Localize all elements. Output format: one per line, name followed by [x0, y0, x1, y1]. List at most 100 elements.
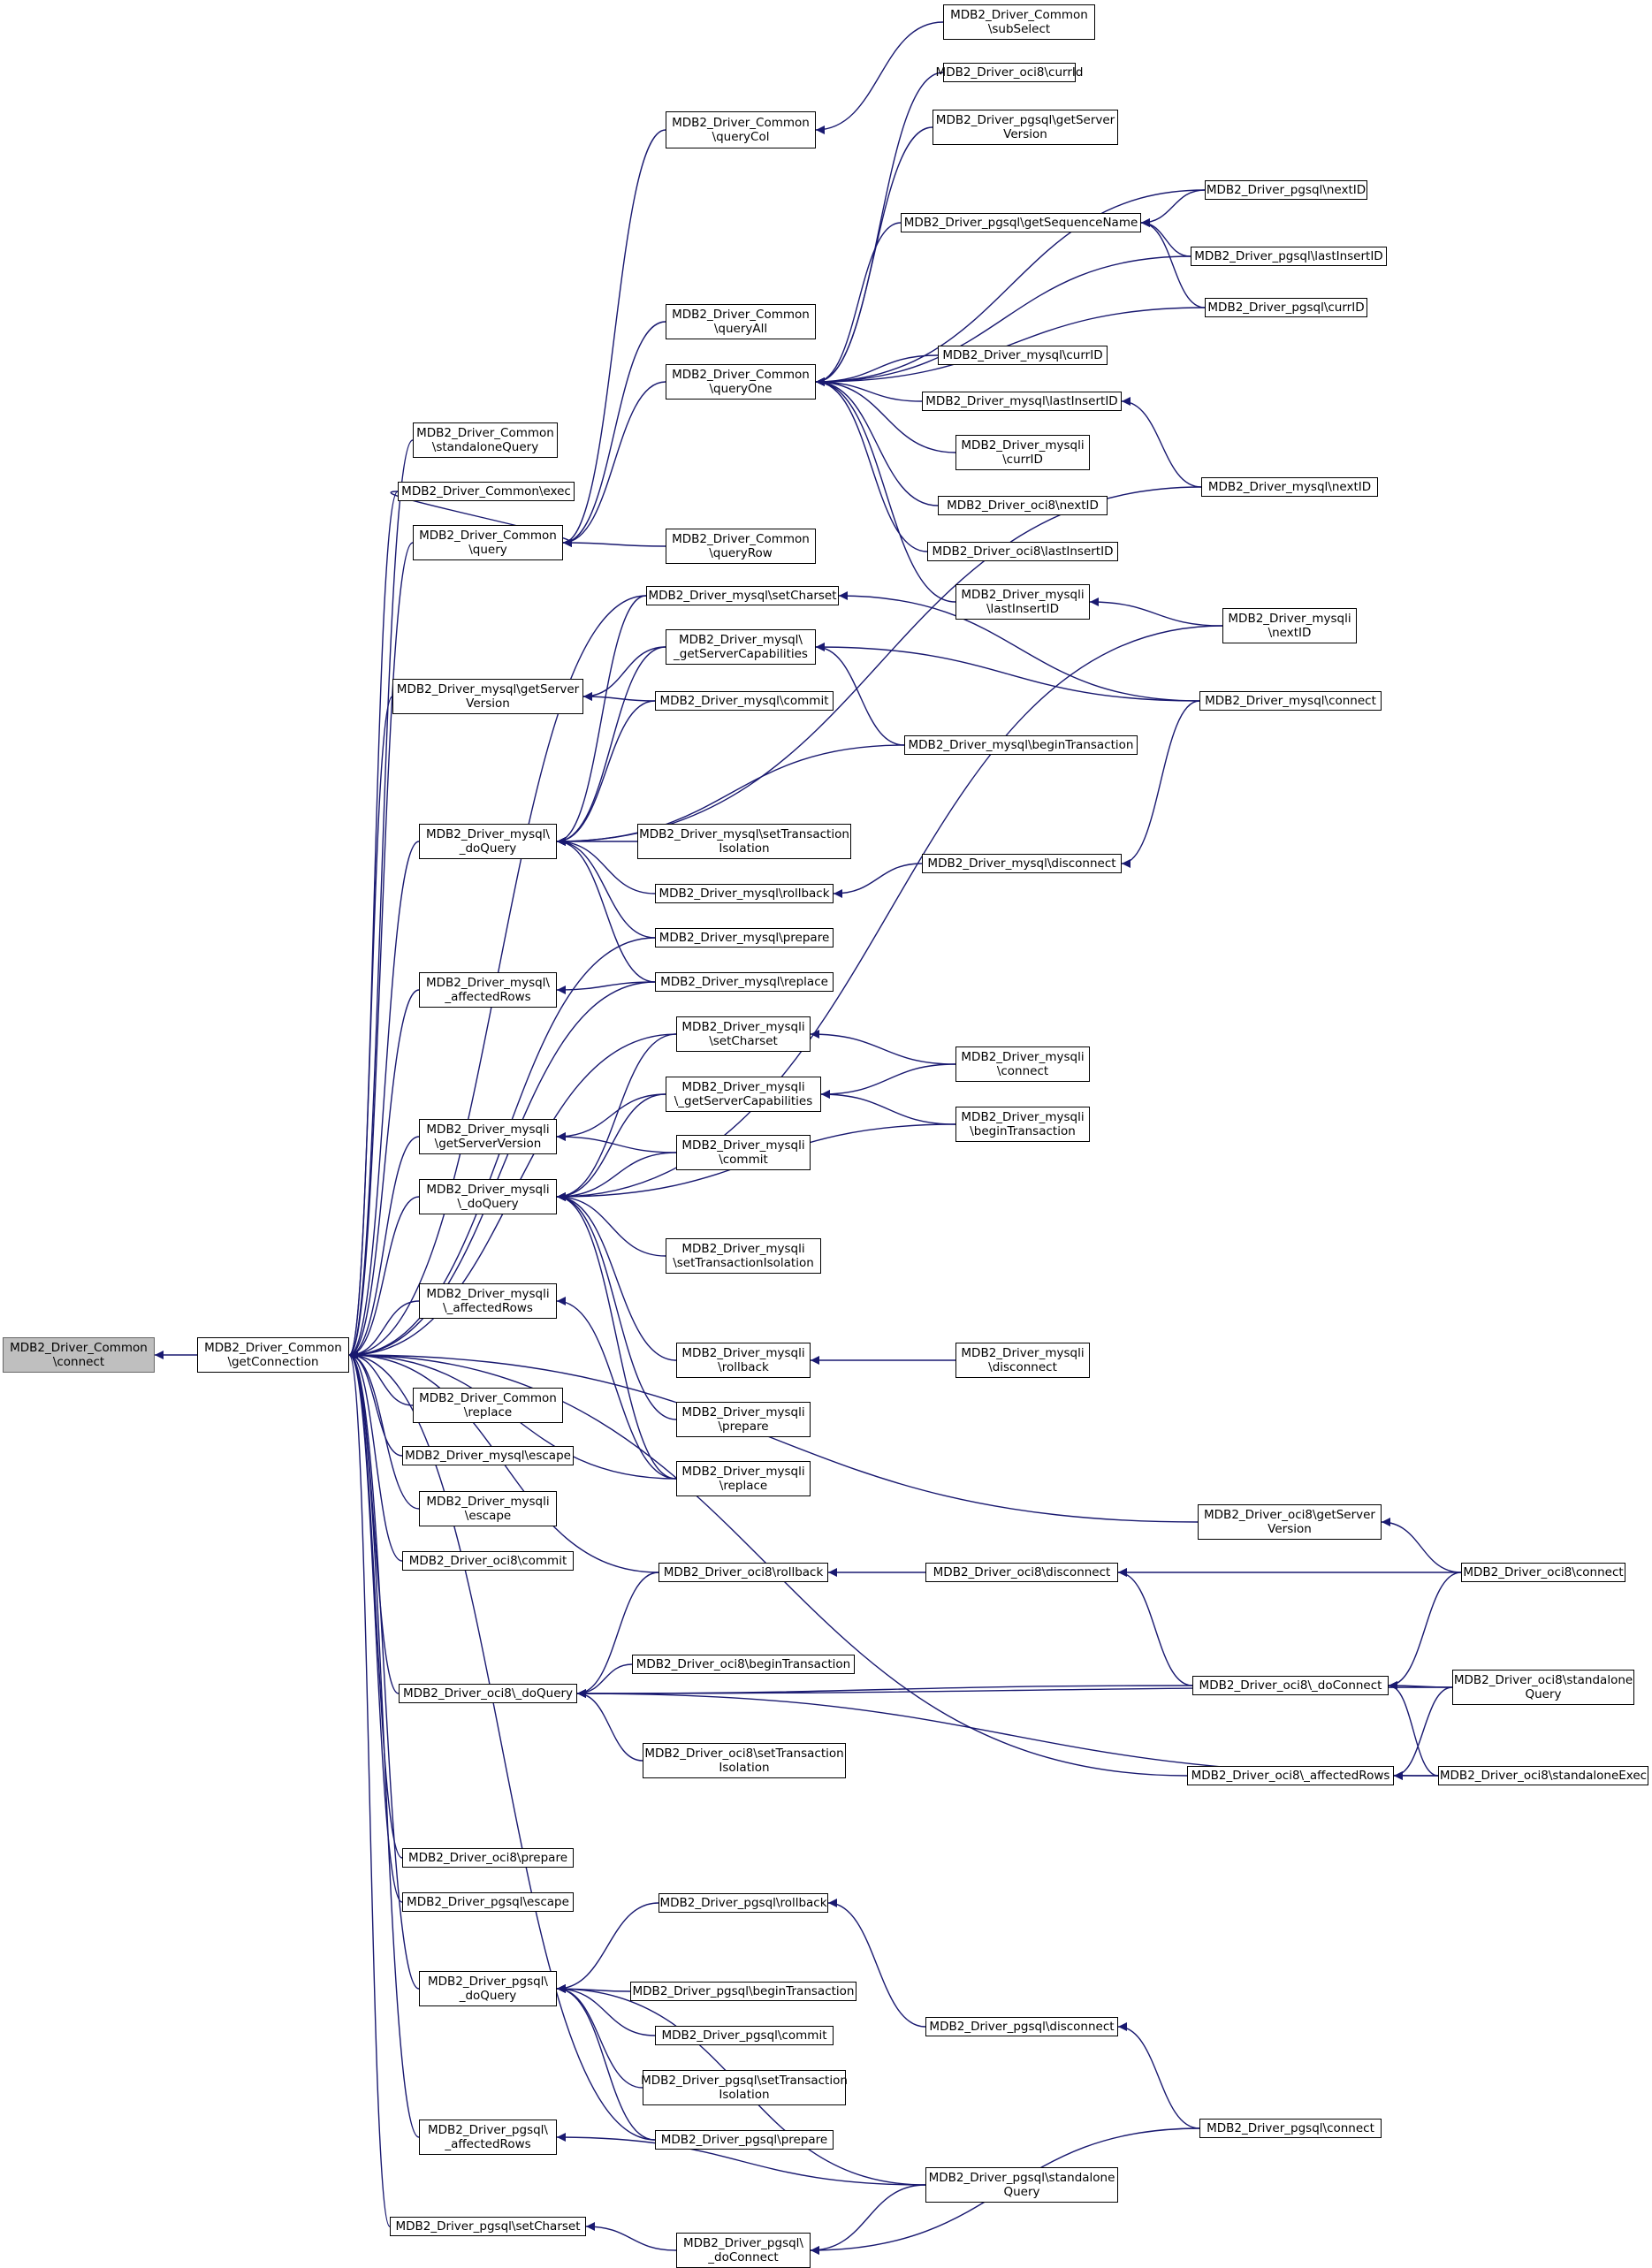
node-label: MDB2_Driver_pgsql\connect [1207, 2121, 1374, 2135]
node-pg-dc[interactable]: MDB2_Driver_pgsql\_doConnect [676, 2233, 811, 2268]
node-mi-currid[interactable]: MDB2_Driver_mysqli\currID [955, 435, 1090, 470]
node-label: MDB2_Driver_mysql\beginTransaction [908, 738, 1134, 752]
node-label: MDB2_Driver_Common\queryAll [672, 308, 810, 336]
node-my-rep[interactable]: MDB2_Driver_mysql\replace [655, 972, 834, 992]
node-label: MDB2_Driver_mysql\_affectedRows [426, 976, 550, 1004]
node-my-commit[interactable]: MDB2_Driver_mysql\commit [655, 691, 834, 711]
node-oc-commit[interactable]: MDB2_Driver_oci8\commit [402, 1551, 574, 1571]
node-oc-prep[interactable]: MDB2_Driver_oci8\prepare [402, 1848, 574, 1868]
node-sq[interactable]: MDB2_Driver_Common\standaloneQuery [413, 422, 558, 458]
node-mi-bt[interactable]: MDB2_Driver_mysqli\beginTransaction [955, 1107, 1090, 1142]
node-my-dq[interactable]: MDB2_Driver_mysql\_doQuery [419, 824, 557, 859]
node-my-rb[interactable]: MDB2_Driver_mysql\rollback [655, 884, 834, 903]
node-oc-lii[interactable]: MDB2_Driver_oci8\lastInsertID [927, 542, 1118, 561]
node-oc-disc[interactable]: MDB2_Driver_oci8\disconnect [925, 1563, 1118, 1582]
node-oc-ar[interactable]: MDB2_Driver_oci8\_affectedRows [1187, 1766, 1394, 1785]
node-oc-dq[interactable]: MDB2_Driver_oci8\_doQuery [399, 1684, 577, 1703]
node-my-conn[interactable]: MDB2_Driver_mysql\connect [1199, 691, 1382, 711]
edge-pg-lii-to-qone [815, 255, 1191, 386]
node-label: MDB2_Driver_pgsql\setCharset [395, 2219, 581, 2234]
node-pg-ar[interactable]: MDB2_Driver_pgsql\_affectedRows [419, 2120, 557, 2155]
node-mi-disc[interactable]: MDB2_Driver_mysqli\disconnect [955, 1343, 1090, 1378]
edge-mi-esc-to-gc [348, 1351, 420, 1510]
node-pg-nextid[interactable]: MDB2_Driver_pgsql\nextID [1205, 180, 1367, 200]
node-mi-lii[interactable]: MDB2_Driver_mysqli\lastInsertID [955, 584, 1090, 620]
node-mi-commit[interactable]: MDB2_Driver_mysqli\commit [676, 1135, 811, 1170]
edge-mi-dq-to-gc [348, 1196, 420, 1359]
node-c-rep[interactable]: MDB2_Driver_Common\replace [413, 1388, 563, 1423]
node-oc-bt[interactable]: MDB2_Driver_oci8\beginTransaction [632, 1655, 855, 1674]
edge-pg-sti-to-pg-dq [556, 1984, 643, 2089]
node-mi-gsc[interactable]: MDB2_Driver_mysqli\_getServerCapabilitie… [666, 1077, 821, 1112]
node-pg-bt[interactable]: MDB2_Driver_pgsql\beginTransaction [630, 1982, 856, 2001]
node-mi-rep[interactable]: MDB2_Driver_mysqli\replace [676, 1461, 811, 1496]
node-pg-lii[interactable]: MDB2_Driver_pgsql\lastInsertID [1191, 247, 1387, 266]
edge-qrow-to-q [562, 538, 666, 548]
node-oc-dc[interactable]: MDB2_Driver_oci8\_doConnect [1192, 1676, 1389, 1695]
edge-mi-nextid-to-mi-lii [1089, 597, 1223, 627]
node-pg-currid[interactable]: MDB2_Driver_pgsql\currID [1205, 298, 1367, 317]
node-pg-commit[interactable]: MDB2_Driver_pgsql\commit [655, 2026, 834, 2045]
node-qone[interactable]: MDB2_Driver_Common\queryOne [666, 364, 816, 400]
node-my-currid[interactable]: MDB2_Driver_mysql\currID [938, 346, 1108, 365]
node-mi-conn[interactable]: MDB2_Driver_mysqli\connect [955, 1046, 1090, 1082]
edge-my-rb-to-my-dq [556, 837, 656, 894]
node-label: MDB2_Driver_pgsql\rollback [659, 1896, 827, 1910]
edge-oc-conn-to-oc-dc [1388, 1572, 1462, 1690]
node-pg-gsn[interactable]: MDB2_Driver_pgsql\getSequenceName [901, 213, 1141, 232]
node-mi-rb[interactable]: MDB2_Driver_mysqli\rollback [676, 1343, 811, 1378]
node-mi-gsv[interactable]: MDB2_Driver_mysqli\getServerVersion [419, 1119, 557, 1154]
node-q[interactable]: MDB2_Driver_Common\query [413, 525, 563, 560]
node-my-nextid[interactable]: MDB2_Driver_mysql\nextID [1201, 477, 1378, 497]
node-qrow[interactable]: MDB2_Driver_Common\queryRow [666, 529, 816, 564]
edge-pg-nextid-to-qone [815, 189, 1206, 386]
edge-oc-lii-to-qone [815, 377, 928, 552]
edge-pg-currid-to-qone [815, 307, 1206, 386]
node-oc-se[interactable]: MDB2_Driver_oci8\standaloneExec [1438, 1766, 1648, 1785]
node-qall[interactable]: MDB2_Driver_Common\queryAll [666, 304, 816, 339]
node-mi-sti[interactable]: MDB2_Driver_mysqli\setTransactionIsolati… [666, 1238, 821, 1274]
node-label: MDB2_Driver_pgsql\disconnect [929, 2020, 1115, 2034]
node-mi-prep[interactable]: MDB2_Driver_mysqli\prepare [676, 1402, 811, 1437]
node-my-lii[interactable]: MDB2_Driver_mysql\lastInsertID [922, 392, 1122, 411]
node-pg-disc[interactable]: MDB2_Driver_pgsql\disconnect [925, 2017, 1118, 2036]
node-exec[interactable]: MDB2_Driver_Common\exec [398, 482, 575, 501]
node-my-esc[interactable]: MDB2_Driver_mysql\escape [402, 1446, 574, 1465]
edge-exec-to-q [390, 491, 573, 547]
node-oc-rb[interactable]: MDB2_Driver_oci8\rollback [659, 1563, 828, 1582]
node-qcol[interactable]: MDB2_Driver_Common\queryCol [666, 111, 816, 148]
node-mi-ar[interactable]: MDB2_Driver_mysqli\_affectedRows [419, 1283, 557, 1319]
node-my-ar[interactable]: MDB2_Driver_mysql\_affectedRows [419, 972, 557, 1008]
node-mi-nextid[interactable]: MDB2_Driver_mysqli\nextID [1222, 608, 1357, 643]
node-root[interactable]: MDB2_Driver_Common\connect [3, 1337, 155, 1373]
node-mi-dq[interactable]: MDB2_Driver_mysqli\_doQuery [419, 1179, 557, 1214]
node-pg-esc[interactable]: MDB2_Driver_pgsql\escape [402, 1892, 574, 1912]
node-my-sc[interactable]: MDB2_Driver_mysql\setCharset [646, 586, 839, 605]
edge-pg-gsv-to-qone [815, 126, 933, 386]
node-subsel[interactable]: MDB2_Driver_Common\subSelect [943, 4, 1095, 40]
node-my-bt[interactable]: MDB2_Driver_mysql\beginTransaction [904, 735, 1138, 755]
node-pg-sc[interactable]: MDB2_Driver_pgsql\setCharset [390, 2217, 586, 2236]
edge-pg-gsn-to-qone [815, 222, 902, 386]
node-my-prep[interactable]: MDB2_Driver_mysql\prepare [655, 928, 834, 948]
node-pg-dq[interactable]: MDB2_Driver_pgsql\_doQuery [419, 1971, 557, 2006]
node-mi-esc[interactable]: MDB2_Driver_mysqli\escape [419, 1491, 557, 1526]
node-pg-prep[interactable]: MDB2_Driver_pgsql\prepare [655, 2130, 834, 2150]
node-mi-sc[interactable]: MDB2_Driver_mysqli\setCharset [676, 1016, 811, 1052]
node-oc-conn[interactable]: MDB2_Driver_oci8\connect [1461, 1563, 1625, 1582]
node-oc-currid[interactable]: MDB2_Driver_oci8\currId [936, 63, 1083, 82]
node-pg-conn[interactable]: MDB2_Driver_pgsql\connect [1199, 2119, 1382, 2138]
node-my-disc[interactable]: MDB2_Driver_mysql\disconnect [922, 854, 1122, 873]
node-gc[interactable]: MDB2_Driver_Common\getConnection [197, 1337, 349, 1373]
node-oc-nextid[interactable]: MDB2_Driver_oci8\nextID [938, 496, 1108, 515]
node-my-gsc[interactable]: MDB2_Driver_mysql\_getServerCapabilities [666, 629, 816, 665]
node-pg-rb[interactable]: MDB2_Driver_pgsql\rollback [659, 1893, 828, 1913]
